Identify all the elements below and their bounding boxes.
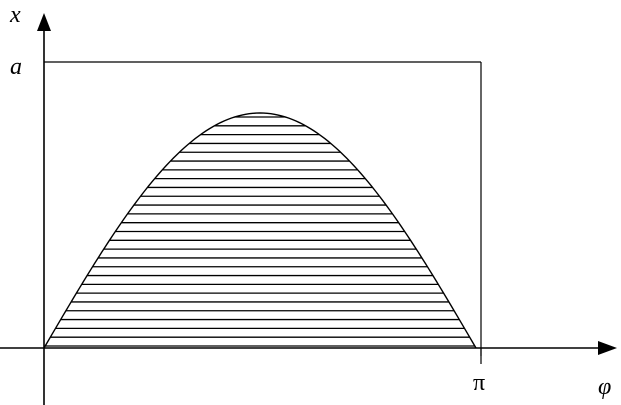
sine-curve xyxy=(43,112,477,349)
y-axis-label: x xyxy=(9,2,21,28)
x-axis-arrow-icon xyxy=(598,341,617,355)
top-value-label: a xyxy=(10,54,22,80)
area-under-curve xyxy=(44,113,476,348)
hatch-region xyxy=(44,113,476,348)
y-axis-arrow-icon xyxy=(37,13,51,31)
pi-label: π xyxy=(473,370,485,396)
x-axis-label: φ xyxy=(598,374,611,400)
